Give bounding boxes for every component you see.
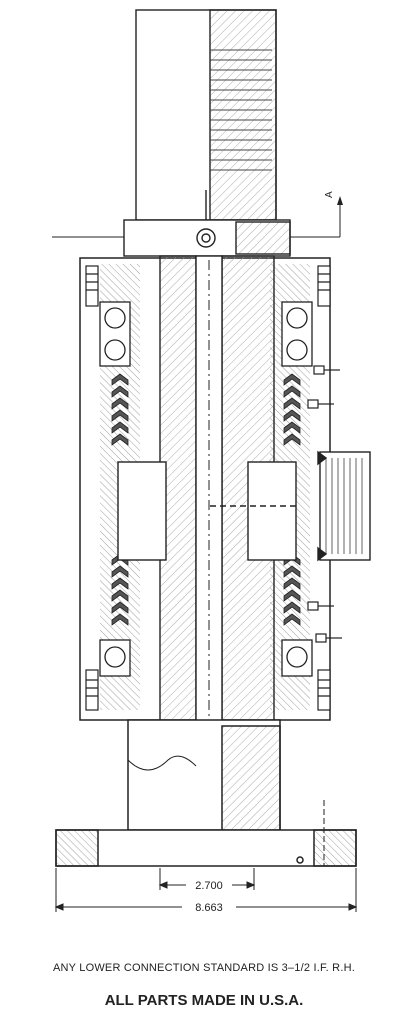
- coupling-collar: [123, 219, 291, 257]
- grease-fittings: [307, 365, 342, 643]
- housing-bolts: [85, 265, 331, 711]
- side-inlet-port: [317, 450, 371, 562]
- connection-note: ANY LOWER CONNECTION STANDARD IS 3–1/2 I…: [53, 962, 355, 974]
- lower-sub: [55, 719, 357, 867]
- dimension-label-overall: 8.663: [195, 902, 223, 914]
- origin-note: ALL PARTS MADE IN U.S.A.: [104, 992, 304, 1009]
- dimension-label-inner: 2.700: [195, 880, 223, 892]
- section-label: A: [324, 191, 335, 198]
- swivel-cross-section-drawing: A: [52, 9, 371, 914]
- top-connection: [135, 9, 277, 230]
- bearings: [99, 301, 313, 677]
- seal-packing: [111, 373, 301, 626]
